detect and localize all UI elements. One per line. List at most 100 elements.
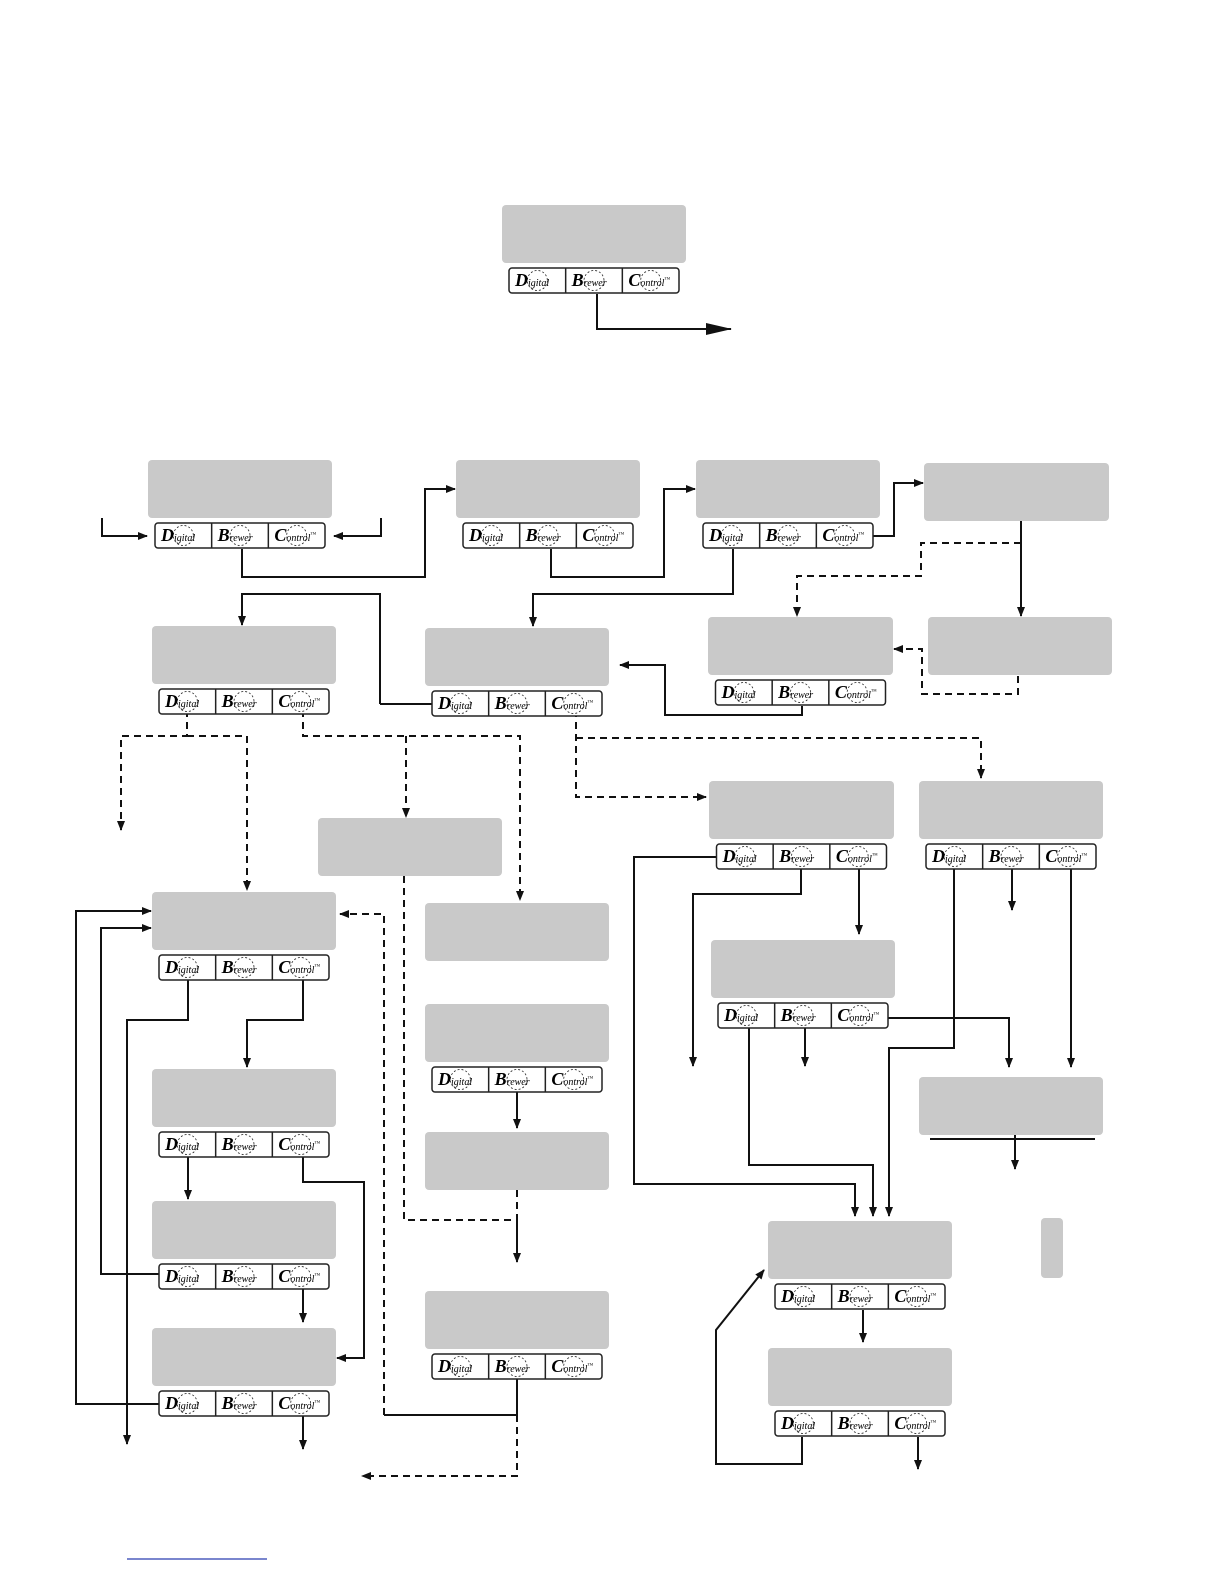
control-label: Control™: [837, 1005, 879, 1025]
brewer-button-ring: [1000, 846, 1022, 867]
brewer-initial: B: [780, 1005, 793, 1025]
control-button[interactable]: Control™: [822, 525, 864, 546]
brewer-button-ring: [229, 525, 251, 546]
brewer-button[interactable]: Brewer: [525, 525, 561, 546]
lcd-display: [709, 781, 894, 839]
brewer-button[interactable]: Brewer: [221, 1134, 257, 1155]
digital-button-ring: [449, 1356, 471, 1377]
screen-left-3: Digital Brewer Control™: [152, 1201, 336, 1290]
control-label: Control™: [836, 846, 878, 866]
control-button[interactable]: Control™: [278, 691, 320, 712]
digital-initial: D: [708, 525, 722, 545]
brewer-button[interactable]: Brewer: [778, 846, 814, 867]
digital-label: Digital: [931, 846, 966, 866]
brewer-button[interactable]: Brewer: [494, 693, 530, 714]
control-button[interactable]: Control™: [894, 1286, 936, 1307]
digital-button[interactable]: Digital: [160, 525, 195, 546]
control-trademark: ™: [587, 1363, 593, 1369]
brewer-button[interactable]: Brewer: [765, 525, 801, 546]
brewer-text: rewer: [234, 1274, 257, 1285]
brewer-button[interactable]: Brewer: [494, 1069, 530, 1090]
control-label: Control™: [894, 1413, 936, 1433]
digital-initial: D: [437, 1356, 451, 1376]
control-text: ontrol: [848, 854, 872, 865]
screen-right-1: Digital Brewer Control™: [711, 940, 895, 1029]
control-button[interactable]: Control™: [1045, 846, 1087, 867]
brewer-button[interactable]: Brewer: [494, 1356, 530, 1377]
screen-row1-b: Digital Brewer Control™: [456, 460, 640, 549]
brewer-button[interactable]: Brewer: [988, 846, 1024, 867]
brewer-button[interactable]: Brewer: [837, 1413, 873, 1434]
screen-left-2: Digital Brewer Control™: [152, 1069, 336, 1158]
control-button[interactable]: Control™: [582, 525, 624, 546]
control-button[interactable]: Control™: [837, 1005, 879, 1026]
control-button[interactable]: Control™: [278, 1393, 320, 1414]
digital-text: igital: [178, 1401, 199, 1412]
digital-text: igital: [178, 965, 199, 976]
control-button[interactable]: Control™: [628, 270, 670, 291]
control-initial: C: [582, 525, 595, 545]
digital-button-ring: [943, 846, 965, 867]
brewer-button[interactable]: Brewer: [217, 525, 253, 546]
digital-button[interactable]: Digital: [437, 693, 472, 714]
lcd-display: [425, 1132, 609, 1190]
brewer-button[interactable]: Brewer: [780, 1005, 816, 1026]
digital-button[interactable]: Digital: [164, 1393, 199, 1414]
digital-button-ring: [449, 1069, 471, 1090]
brewer-button[interactable]: Brewer: [777, 682, 813, 703]
control-button-ring: [290, 957, 312, 978]
digital-button[interactable]: Digital: [780, 1286, 815, 1307]
digital-button[interactable]: Digital: [164, 957, 199, 978]
keypad-frame: [158, 954, 330, 981]
digital-button[interactable]: Digital: [437, 1069, 472, 1090]
control-initial: C: [837, 1005, 850, 1025]
lcd-display: [318, 818, 502, 876]
digital-label: Digital: [780, 1286, 815, 1306]
brewer-button[interactable]: Brewer: [571, 270, 607, 291]
digital-button[interactable]: Digital: [164, 1134, 199, 1155]
control-button[interactable]: Control™: [278, 957, 320, 978]
brewer-button[interactable]: Brewer: [837, 1286, 873, 1307]
digital-button[interactable]: Digital: [514, 270, 549, 291]
brewer-button[interactable]: Brewer: [221, 1266, 257, 1287]
digital-button[interactable]: Digital: [931, 846, 966, 867]
screen-small-indicator: [1041, 1218, 1063, 1278]
keypad-frame: [431, 1353, 603, 1380]
digital-button[interactable]: Digital: [437, 1356, 472, 1377]
control-button[interactable]: Control™: [278, 1266, 320, 1287]
control-button[interactable]: Control™: [551, 1356, 593, 1377]
digital-button[interactable]: Digital: [164, 1266, 199, 1287]
digital-text: igital: [178, 1274, 199, 1285]
brewer-text: rewer: [234, 1142, 257, 1153]
control-button[interactable]: Control™: [835, 682, 877, 703]
connector-arrow: [243, 976, 304, 1068]
connector-arrow: [75, 907, 188, 1405]
digital-button[interactable]: Digital: [708, 525, 743, 546]
digital-initial: D: [160, 525, 174, 545]
control-text: ontrol: [563, 1077, 587, 1088]
brewer-label: Brewer: [777, 682, 813, 702]
brewer-button[interactable]: Brewer: [221, 957, 257, 978]
digital-button[interactable]: Digital: [722, 846, 757, 867]
brewer-label: Brewer: [221, 1393, 257, 1413]
lcd-display: [928, 617, 1112, 675]
digital-button[interactable]: Digital: [721, 682, 756, 703]
keypad: Digital Brewer Control™: [158, 688, 330, 715]
digital-button[interactable]: Digital: [164, 691, 199, 712]
brewer-button[interactable]: Brewer: [221, 1393, 257, 1414]
control-button[interactable]: Control™: [894, 1413, 936, 1434]
brewer-button[interactable]: Brewer: [221, 691, 257, 712]
control-button[interactable]: Control™: [274, 525, 316, 546]
control-button[interactable]: Control™: [278, 1134, 320, 1155]
digital-button[interactable]: Digital: [468, 525, 503, 546]
keypad-frame: [158, 1263, 330, 1290]
screen-row2-d: [928, 617, 1112, 675]
control-button[interactable]: Control™: [836, 846, 878, 867]
digital-button[interactable]: Digital: [780, 1413, 815, 1434]
digital-button[interactable]: Digital: [723, 1005, 758, 1026]
digital-label: Digital: [164, 691, 199, 711]
control-button[interactable]: Control™: [551, 693, 593, 714]
control-initial: C: [278, 1393, 291, 1413]
control-button[interactable]: Control™: [551, 1069, 593, 1090]
